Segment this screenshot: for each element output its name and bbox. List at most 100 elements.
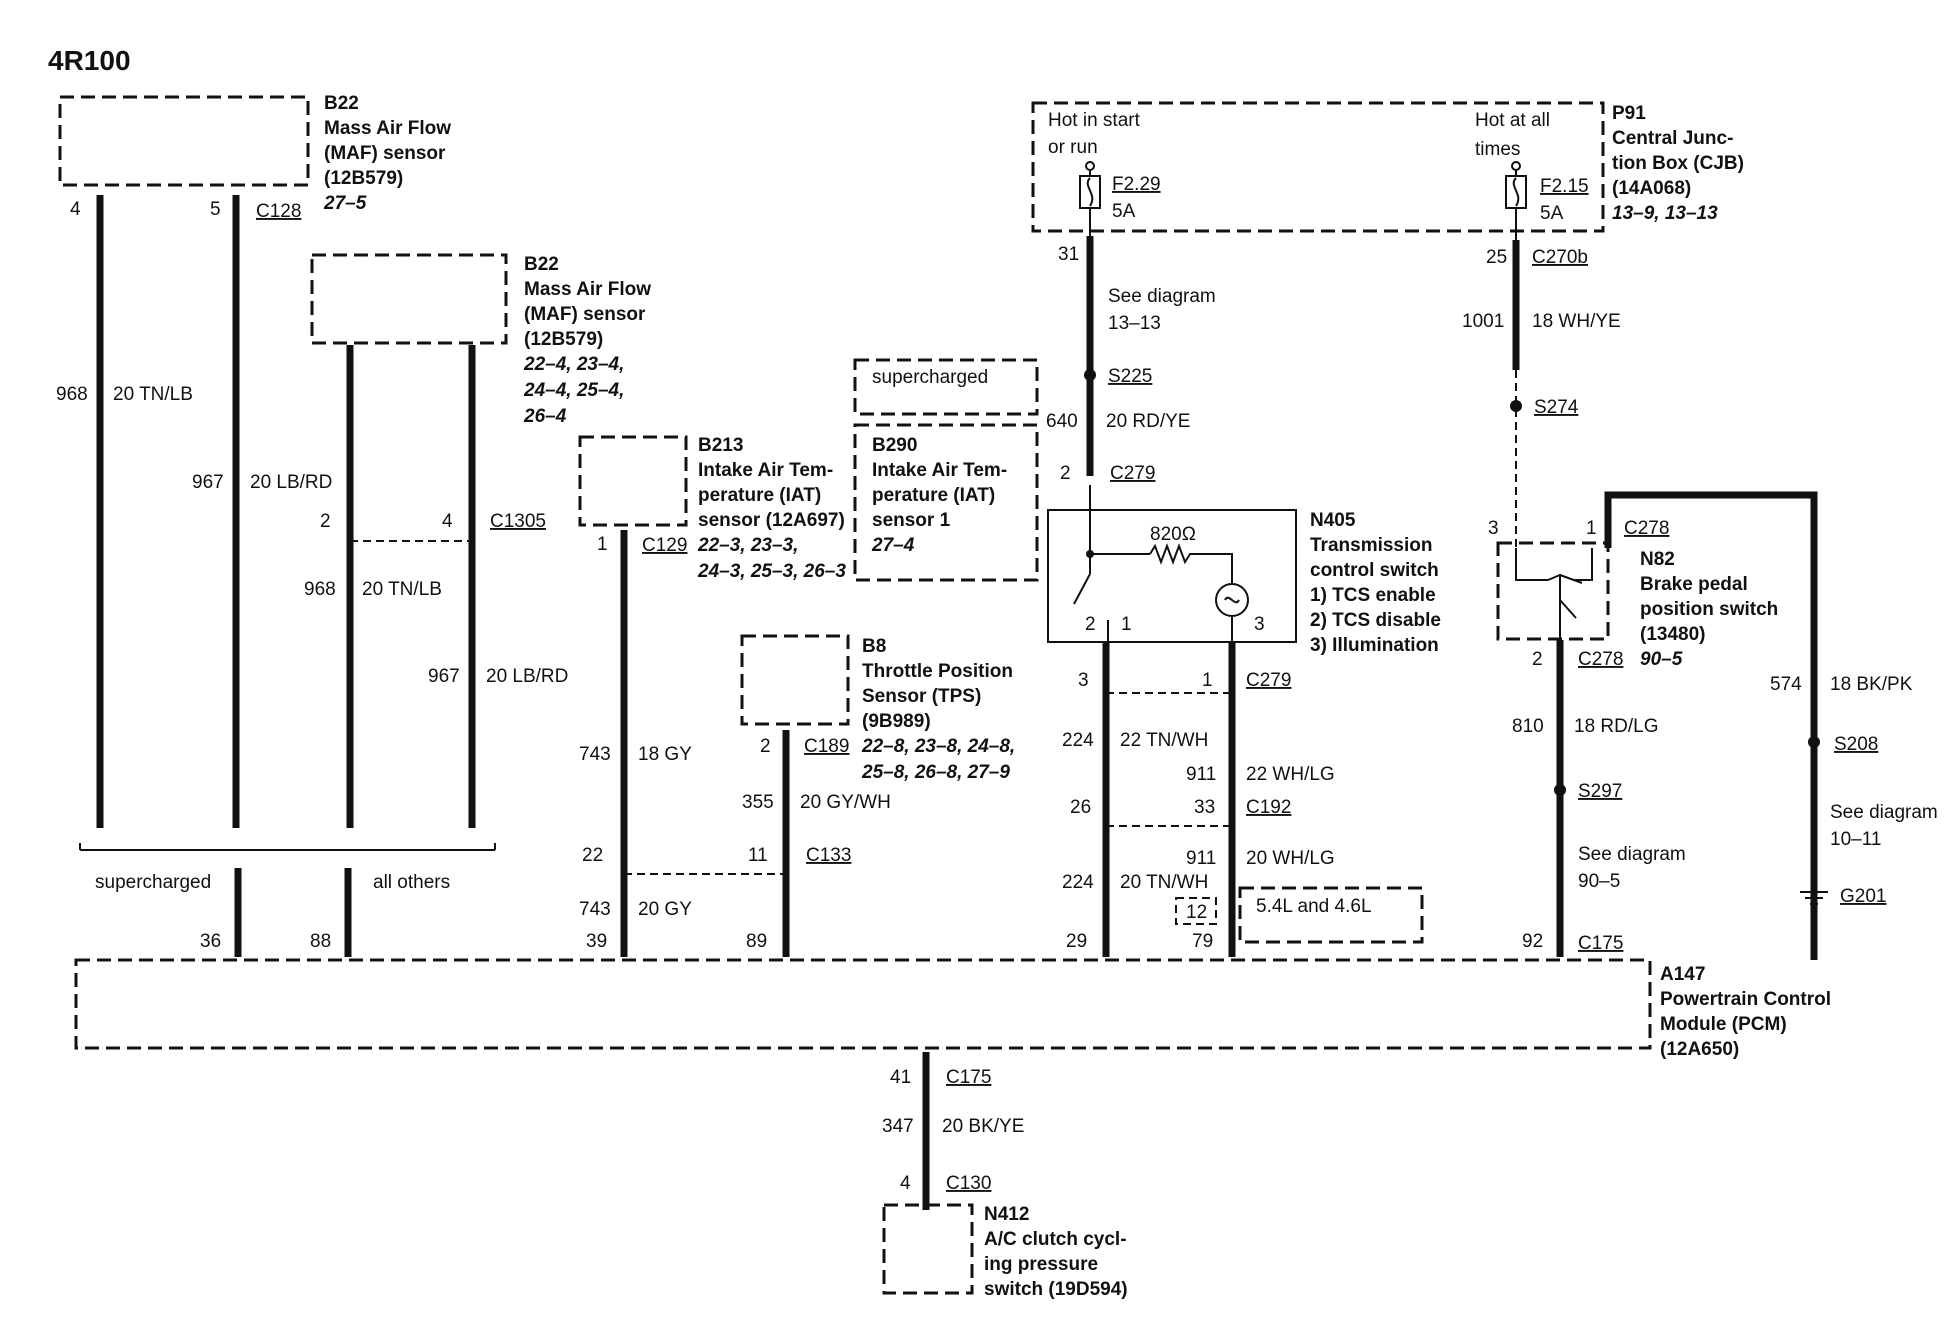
pin-label: 33 <box>1194 797 1215 818</box>
circuit-number: 355 <box>742 792 774 813</box>
fuse-element-icon <box>1512 177 1520 207</box>
fuse-f215-label: F2.15 <box>1540 176 1589 197</box>
lamp-filament-icon <box>1224 596 1240 604</box>
splice-s225-icon <box>1084 369 1096 381</box>
bpp-switch-box <box>1496 541 1610 641</box>
circuit-number: 968 <box>56 384 88 405</box>
bpp-line: Brake pedal <box>1640 574 1748 595</box>
pcm-line: Module (PCM) <box>1660 1014 1787 1035</box>
cjb-times: times <box>1475 139 1520 160</box>
ac-switch-box <box>882 1203 974 1295</box>
connector-c175-b: C175 <box>946 1067 991 1088</box>
maf-sensor-2-box <box>310 253 508 345</box>
maf2-id: B22 <box>524 254 559 275</box>
ground-g201: G201 <box>1840 886 1886 907</box>
wire-spec: 20 RD/YE <box>1106 411 1190 432</box>
wire-spec: 20 LB/RD <box>250 472 332 493</box>
wire-spec: 20 TN/WH <box>1120 872 1208 893</box>
iat1-sensor-box <box>853 423 1039 582</box>
maf1-ref: 27–5 <box>323 193 367 214</box>
maf2-line: Mass Air Flow <box>524 279 651 300</box>
pin-label: 3 <box>1254 614 1265 635</box>
connector-c175: C175 <box>1578 933 1623 954</box>
pin-label: 29 <box>1066 931 1087 952</box>
connector-c270b: C270b <box>1532 247 1588 268</box>
cjb-line: Central Junc- <box>1612 128 1733 149</box>
maf1-line: Mass Air Flow <box>324 118 451 139</box>
pin-label: 3 <box>1488 518 1499 539</box>
cjb-box <box>1031 101 1605 233</box>
circuit-number: 574 <box>1770 674 1802 695</box>
tps-ref: 25–8, 26–8, 27–9 <box>861 762 1010 783</box>
fuse-terminal <box>1511 161 1521 171</box>
tcs-line: 2) TCS disable <box>1310 610 1441 631</box>
connector-c278-b: C278 <box>1578 649 1623 670</box>
fuse-f215-amp: 5A <box>1540 203 1564 224</box>
splice-label: supercharged <box>95 872 211 893</box>
iat-ref: 22–3, 23–3, <box>697 535 798 556</box>
connector-c279: C279 <box>1110 463 1155 484</box>
bpp-line: position switch <box>1640 599 1778 620</box>
wire-spec: 20 BK/YE <box>942 1116 1024 1137</box>
splice-s297-icon <box>1554 784 1566 796</box>
circuit-number: 743 <box>579 744 611 765</box>
maf1-line: (12B579) <box>324 168 403 189</box>
maf2-line: (12B579) <box>524 329 603 350</box>
splice-s274: S274 <box>1534 397 1579 418</box>
circuit-number: 967 <box>192 472 224 493</box>
iat1-line: sensor 1 <box>872 510 951 531</box>
cjb-ref: 13–9, 13–13 <box>1612 203 1718 224</box>
pin-label: 2 <box>1532 649 1543 670</box>
tcs-line: 1) TCS enable <box>1310 585 1436 606</box>
bpp-switch-icon <box>1559 574 1583 640</box>
cjb-hot-all: Hot at all <box>1475 110 1550 131</box>
circuit-number: 224 <box>1062 872 1094 893</box>
pin-label: 89 <box>746 931 767 952</box>
splice-s208: S208 <box>1834 734 1878 755</box>
pin-label: 92 <box>1522 931 1543 952</box>
wire-spec: 20 GY/WH <box>800 792 891 813</box>
tps-line: (9B989) <box>862 711 931 732</box>
splice-s297: S297 <box>1578 781 1622 802</box>
fuse-element-icon <box>1086 177 1094 207</box>
wire-spec: 20 WH/LG <box>1246 848 1335 869</box>
iat-line: perature (IAT) <box>698 485 821 506</box>
cjb-line: tion Box (CJB) <box>1612 153 1744 174</box>
splice-s274-icon <box>1510 400 1522 412</box>
wire-spec: 18 WH/YE <box>1532 311 1621 332</box>
engine-box <box>1238 886 1424 944</box>
maf2-ref: 26–4 <box>523 406 567 427</box>
acc-line: switch (19D594) <box>984 1279 1128 1300</box>
splice-bracket <box>79 843 496 851</box>
tps-ref: 22–8, 23–8, 24–8, <box>861 736 1015 757</box>
pcm-box <box>74 958 1652 1050</box>
circuit-number: 911 <box>1186 764 1216 785</box>
circuit-number: 1001 <box>1462 311 1504 332</box>
splice-s208-icon <box>1808 736 1820 748</box>
pin-label: 79 <box>1192 931 1213 952</box>
maf2-line: (MAF) sensor <box>524 304 646 325</box>
iat1-line: perature (IAT) <box>872 485 995 506</box>
circuit-number: 968 <box>304 579 336 600</box>
tcs-box <box>1047 509 1297 643</box>
tps-sensor-box <box>740 634 850 726</box>
connector-c133: C133 <box>806 845 851 866</box>
circuit-number: 911 <box>1186 848 1216 869</box>
engine-label: 5.4L and 4.6L <box>1256 896 1372 917</box>
tcs-line: control switch <box>1310 560 1439 581</box>
iat-line: Intake Air Tem- <box>698 460 833 481</box>
bpp-line: (13480) <box>1640 624 1706 645</box>
circuit-number: 640 <box>1046 411 1078 432</box>
wire-spec: 20 GY <box>638 899 692 920</box>
pin-label: 11 <box>748 845 768 866</box>
circuit-number: 967 <box>428 666 460 687</box>
pin-label: 25 <box>1486 247 1507 268</box>
pin-label: 22 <box>582 845 603 866</box>
tcs-line: 3) Illumination <box>1310 635 1439 656</box>
resistor-icon <box>1089 485 1233 584</box>
see-diagram-ref: 90–5 <box>1578 871 1620 892</box>
wire-spec: 18 RD/LG <box>1574 716 1658 737</box>
pin-label: 2 <box>320 511 331 532</box>
see-diagram: See diagram <box>1108 286 1216 307</box>
